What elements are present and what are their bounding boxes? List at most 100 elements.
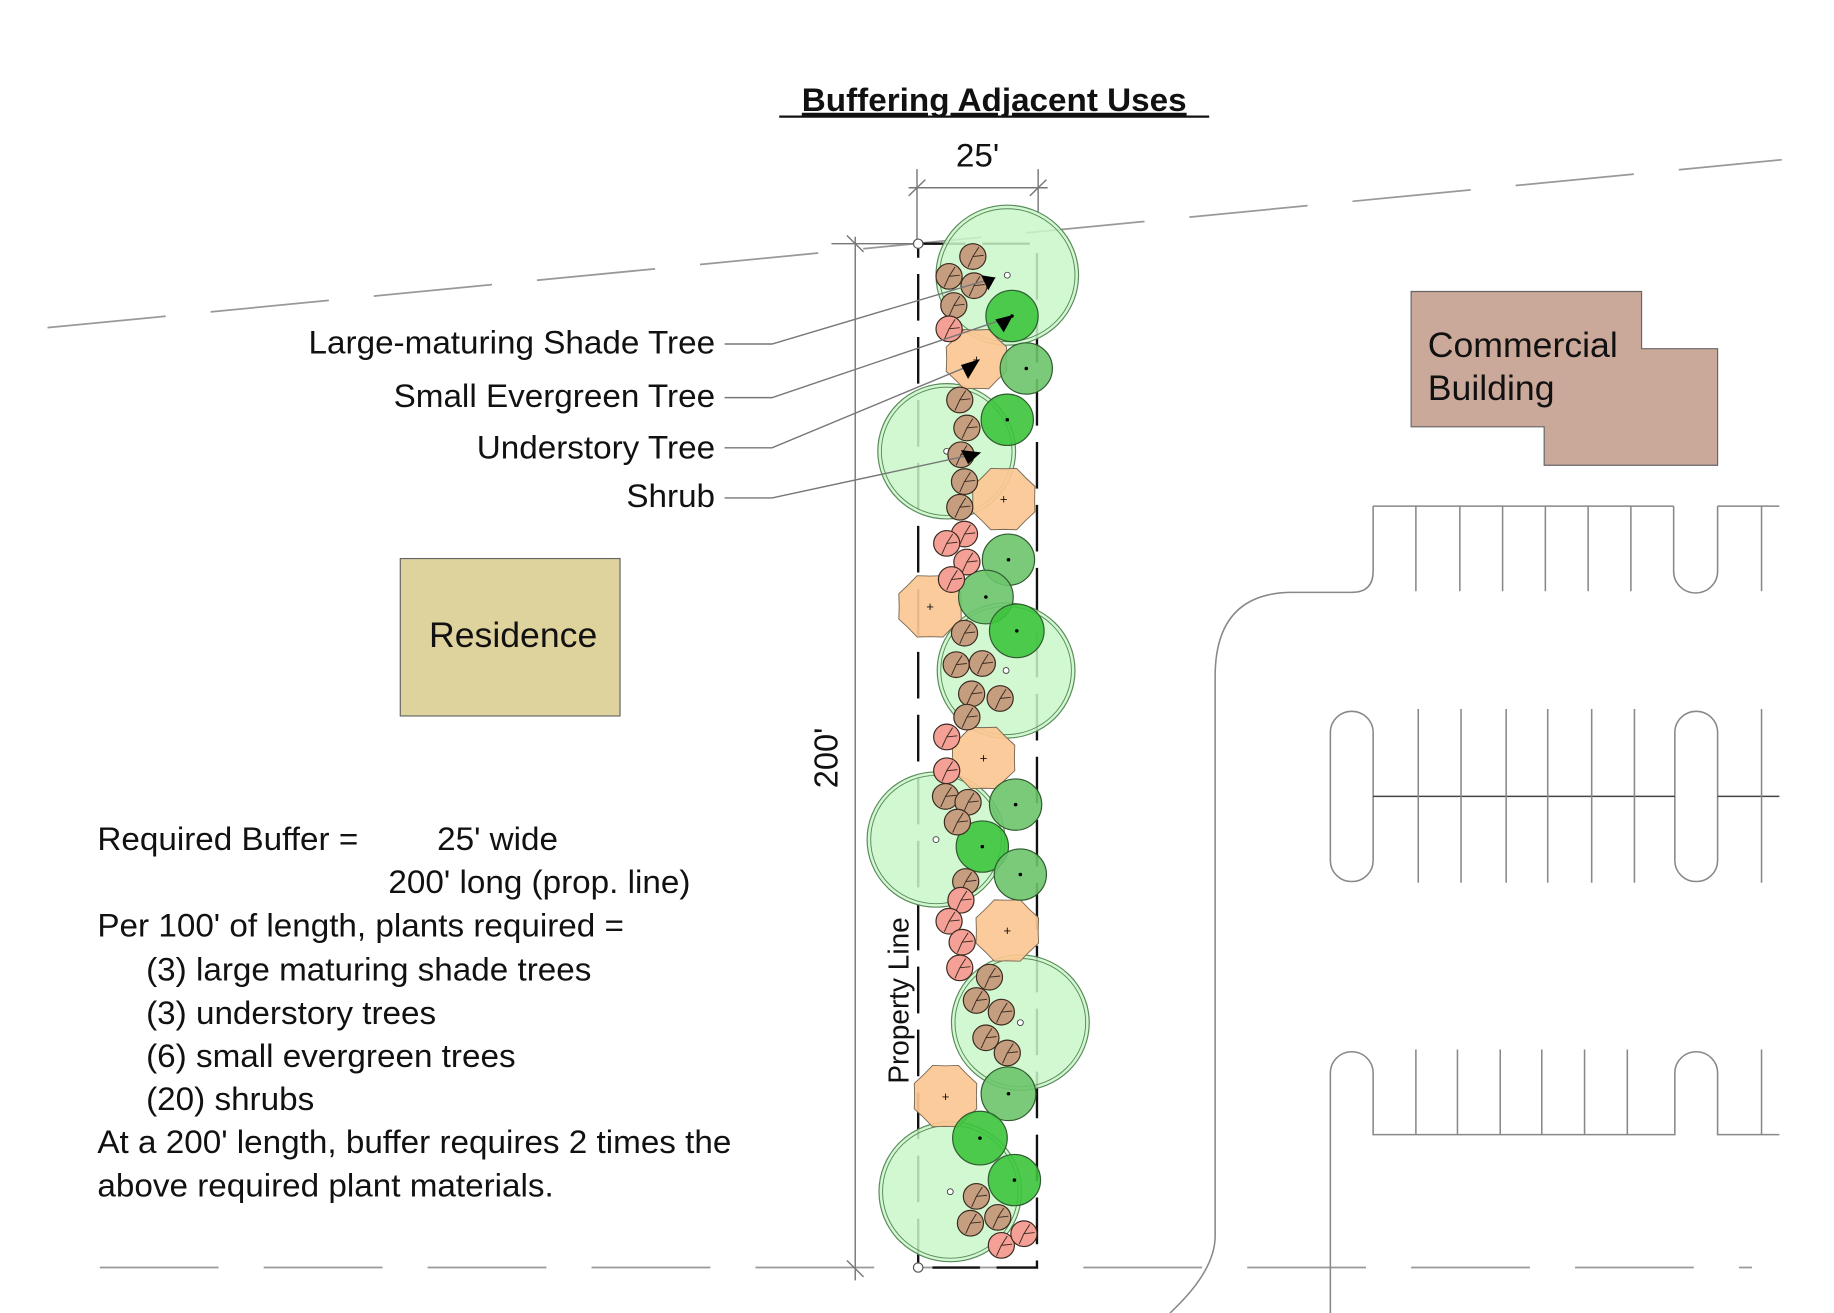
shrub — [953, 703, 981, 731]
small-evergreen-tree — [952, 1110, 1008, 1166]
shade-tree-trunk — [1016, 1019, 1024, 1026]
shrub — [959, 243, 987, 270]
shrub-mark — [943, 911, 960, 932]
note-multiplier-line1: At a 200' length, buffer requires 2 time… — [97, 1124, 731, 1161]
shrub-mark — [943, 319, 960, 340]
residence-label: Residence — [429, 616, 597, 655]
shrub-mark — [971, 1186, 988, 1208]
shrub — [948, 928, 976, 956]
leader-shrub — [724, 452, 978, 499]
length-dimension — [831, 235, 915, 1281]
shrub-mark — [977, 653, 994, 675]
shrub-mark — [959, 472, 976, 493]
note-requirement-item: (3) understory trees — [146, 994, 436, 1031]
evergreen-center — [984, 595, 988, 599]
small-evergreen-tree — [980, 393, 1035, 447]
large-shade-tree — [935, 204, 1080, 346]
arrow-shrub-icon — [960, 450, 982, 465]
buffer-boundary — [912, 238, 1039, 1273]
shrub — [986, 685, 1014, 712]
leader-understory — [724, 363, 975, 449]
shrub — [940, 292, 968, 319]
length-dimension-label: 200' — [807, 728, 844, 789]
shrub — [946, 386, 974, 414]
shrub — [1010, 1220, 1038, 1248]
shrub — [993, 1039, 1021, 1067]
note-required-width: 25' wide — [437, 820, 558, 857]
legend-label-shrub: Shrub — [626, 478, 715, 515]
shrub — [935, 907, 963, 935]
note-per-100-ft: Per 100' of length, plants required = — [97, 907, 624, 944]
shade-tree-trunk — [932, 836, 940, 843]
shrub — [933, 757, 961, 785]
shrub — [953, 414, 981, 442]
requirements-notes: Required Buffer = 25' wide 200' long (pr… — [97, 820, 731, 1203]
shrub-mark — [948, 295, 965, 317]
width-dimension — [908, 169, 1048, 248]
plant-layer: ++++++ — [866, 204, 1090, 1263]
evergreen-center — [1024, 366, 1029, 371]
arrow-understory-icon — [960, 359, 980, 379]
shrub — [946, 493, 974, 521]
shrub — [962, 1182, 991, 1210]
shrub — [984, 1203, 1012, 1231]
shrub-mark — [951, 655, 967, 676]
shrub — [933, 529, 961, 557]
shrub — [962, 987, 991, 1014]
shrub — [933, 723, 961, 751]
shrub — [943, 808, 972, 836]
shrub — [935, 262, 963, 290]
shrub — [953, 548, 981, 576]
shrub — [956, 1209, 985, 1237]
legend-label-evergreen: Small Evergreen Tree — [394, 377, 715, 414]
evergreen-center — [1014, 629, 1019, 633]
note-requirement-item: (6) small evergreen trees — [146, 1037, 515, 1074]
shrub-mark — [965, 1213, 982, 1234]
shrub-mark — [955, 890, 972, 911]
understory-tree: + — [975, 899, 1039, 962]
legend: Large-maturing Shade Tree Small Evergree… — [309, 275, 1014, 514]
shrub — [950, 619, 979, 647]
width-dimension-label: 25' — [956, 137, 999, 174]
evergreen-center — [1005, 418, 1010, 422]
small-evergreen-tree — [988, 603, 1045, 659]
shrub-mark — [967, 246, 984, 268]
shrub-mark — [954, 497, 971, 518]
shrub-mark — [954, 390, 971, 411]
evergreen-center — [1006, 1092, 1011, 1096]
shrub — [954, 788, 982, 816]
property-line-label: Property Line — [882, 917, 914, 1083]
understory-center: + — [973, 352, 981, 367]
evergreen-center — [978, 1136, 982, 1140]
shrub-mark — [996, 1235, 1013, 1257]
shrub-mark — [946, 569, 963, 591]
shrub-mark — [956, 932, 973, 953]
understory-canopy — [971, 467, 1036, 531]
residence-building: Residence — [399, 557, 621, 717]
shrub-mark — [941, 533, 958, 555]
shade-tree-trunk — [1003, 271, 1011, 279]
note-multiplier-line2: above required plant materials. — [97, 1167, 553, 1204]
shrub-mark — [961, 418, 978, 439]
understory-center: + — [926, 599, 934, 614]
shade-tree-ring — [880, 386, 1013, 516]
shrub-mark — [954, 958, 971, 979]
shrub-mark — [940, 786, 957, 808]
note-required-buffer-label: Required Buffer = — [97, 820, 358, 857]
legend-label-understory: Understory Tree — [477, 429, 715, 466]
small-evergreen-tree — [980, 1066, 1037, 1122]
evergreen-center — [1018, 872, 1023, 877]
shrub-mark — [980, 1028, 997, 1049]
leader-shade-tree — [724, 276, 996, 345]
leader-evergreen — [724, 316, 1010, 399]
understory-tree: + — [971, 467, 1036, 531]
shrub-mark — [941, 761, 958, 782]
shrub — [972, 1024, 1000, 1052]
small-evergreen-tree — [987, 1153, 1042, 1207]
shrub-mark — [962, 792, 979, 813]
shrub — [968, 650, 996, 677]
diagram-title: Buffering Adjacent Uses — [802, 81, 1187, 118]
shrub-mark — [994, 688, 1011, 710]
understory-canopy — [975, 899, 1039, 962]
